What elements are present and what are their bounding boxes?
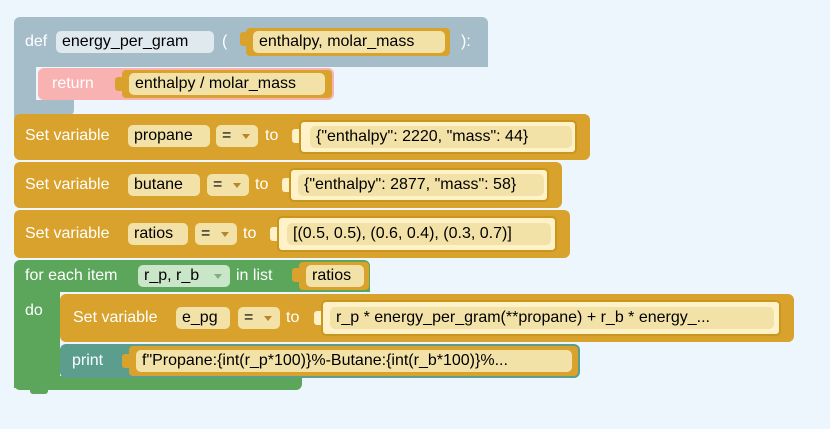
to-keyword: to bbox=[255, 176, 269, 193]
operator-dropdown[interactable]: = bbox=[238, 307, 280, 329]
value-butane[interactable]: {"enthalpy": 2877, "mass": 58} bbox=[298, 174, 544, 196]
close-paren: ): bbox=[461, 33, 471, 50]
operator-label: = bbox=[244, 309, 254, 326]
operator-dropdown[interactable]: = bbox=[216, 125, 258, 147]
set-variable-label: Set variable bbox=[73, 309, 158, 326]
value-connector bbox=[282, 178, 289, 192]
print-keyword: print bbox=[72, 352, 104, 369]
open-paren: ( bbox=[222, 33, 228, 50]
variable-name-propane[interactable]: propane bbox=[128, 125, 210, 147]
print-value[interactable]: f"Propane:{int(r_p*100)}%-Butane:{int(r_… bbox=[136, 350, 572, 372]
loop-item-dropdown[interactable]: r_p, r_b bbox=[138, 265, 230, 287]
print-connector bbox=[122, 354, 129, 368]
chevron-down-icon bbox=[233, 183, 241, 188]
function-def-bottom bbox=[14, 100, 74, 116]
value-connector bbox=[292, 129, 299, 143]
value-connector bbox=[270, 227, 277, 241]
set-variable-label: Set variable bbox=[25, 127, 110, 144]
params-connector bbox=[240, 32, 247, 46]
loop-item-label: r_p, r_b bbox=[144, 267, 200, 284]
do-keyword: do bbox=[25, 302, 43, 319]
list-value[interactable]: ratios bbox=[306, 265, 364, 287]
loop-bottom bbox=[14, 376, 302, 390]
return-expression[interactable]: enthalpy / molar_mass bbox=[129, 73, 325, 95]
chevron-down-icon bbox=[221, 232, 229, 237]
return-keyword: return bbox=[52, 75, 94, 92]
operator-label: = bbox=[222, 127, 232, 144]
chevron-down-icon bbox=[214, 274, 222, 279]
operator-label: = bbox=[201, 225, 211, 242]
operator-dropdown[interactable]: = bbox=[195, 223, 237, 245]
set-variable-label: Set variable bbox=[25, 225, 110, 242]
list-connector bbox=[292, 268, 299, 282]
value-connector bbox=[314, 311, 321, 325]
params-field[interactable]: enthalpy, molar_mass bbox=[253, 31, 445, 53]
value-propane[interactable]: {"enthalpy": 2220, "mass": 44} bbox=[310, 126, 572, 148]
variable-name-ratios[interactable]: ratios bbox=[128, 223, 188, 245]
chevron-down-icon bbox=[242, 134, 250, 139]
to-keyword: to bbox=[265, 127, 279, 144]
to-keyword: to bbox=[243, 225, 257, 242]
to-keyword: to bbox=[286, 309, 300, 326]
function-name-field[interactable]: energy_per_gram bbox=[56, 31, 214, 53]
variable-name-e-pg[interactable]: e_pg bbox=[176, 307, 230, 329]
return-connector bbox=[115, 77, 122, 91]
operator-dropdown[interactable]: = bbox=[207, 174, 249, 196]
operator-label: = bbox=[213, 176, 223, 193]
def-keyword: def bbox=[25, 33, 48, 50]
set-variable-label: Set variable bbox=[25, 176, 110, 193]
chevron-down-icon bbox=[264, 316, 272, 321]
for-each-keyword: for each item bbox=[25, 267, 118, 284]
variable-name-butane[interactable]: butane bbox=[128, 174, 200, 196]
loop-rail bbox=[14, 288, 60, 388]
loop-bottom-notch bbox=[30, 388, 48, 394]
value-ratios[interactable]: [(0.5, 0.5), (0.6, 0.4), (0.3, 0.7)] bbox=[287, 223, 551, 245]
in-list-keyword: in list bbox=[236, 267, 273, 284]
value-e-pg[interactable]: r_p * energy_per_gram(**propane) + r_b *… bbox=[330, 307, 774, 329]
